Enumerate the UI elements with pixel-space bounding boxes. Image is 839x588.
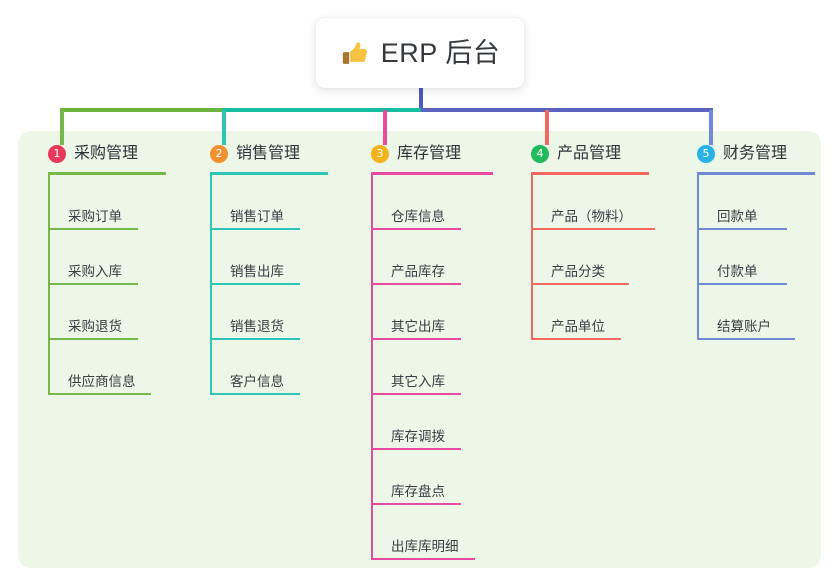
connector-bus-segment-2 [222, 108, 423, 112]
menu-item[interactable]: 结算账户 [697, 285, 795, 340]
column-title-label: 财务管理 [723, 145, 788, 162]
menu-item[interactable]: 销售订单 [210, 175, 300, 230]
column-items-1: 采购订单采购入库采购退货供应商信息 [48, 175, 198, 395]
menu-item-label: 采购入库 [68, 263, 122, 279]
column-title-label: 产品管理 [557, 145, 622, 162]
column-header-1[interactable]: 1 采购管理 [48, 131, 198, 165]
column-items-5: 回款单付款单结算账户 [697, 175, 839, 340]
menu-item-label: 产品分类 [551, 263, 605, 279]
connector-bus-segment-1 [60, 108, 224, 112]
menu-item-label: 仓库信息 [391, 208, 445, 224]
menu-item[interactable]: 仓库信息 [371, 175, 461, 230]
column-header-4[interactable]: 4 产品管理 [531, 131, 696, 165]
content-panel [18, 131, 821, 568]
column-badge-1: 1 [48, 145, 66, 163]
column-badge-2: 2 [210, 145, 228, 163]
connector-drop-3 [383, 110, 387, 145]
connector-drop-5 [709, 110, 713, 145]
column-rule-1 [48, 172, 166, 175]
menu-item[interactable]: 其它入库 [371, 340, 461, 395]
menu-item-label: 付款单 [717, 263, 758, 279]
menu-item[interactable]: 回款单 [697, 175, 787, 230]
column-rule-5 [697, 172, 815, 175]
menu-item-label: 客户信息 [230, 373, 284, 389]
menu-item[interactable]: 客户信息 [210, 340, 300, 395]
column-group: 1 采购管理采购订单采购入库采购退货供应商信息 2 销售管理销售订单销售出库销售退货客… [18, 131, 821, 568]
column-items-2: 销售订单销售出库销售退货客户信息 [210, 175, 360, 395]
column-items-3: 仓库信息产品库存其它出库其它入库库存调拨库存盘点出库库明细 [371, 175, 531, 560]
connector-drop-2 [222, 110, 226, 145]
menu-item-label: 供应商信息 [68, 373, 136, 389]
menu-item-label: 销售出库 [230, 263, 284, 279]
connector-stem [419, 86, 423, 110]
menu-item-label: 采购订单 [68, 208, 122, 224]
column-badge-5: 5 [697, 145, 715, 163]
page-title: ERP 后台 [380, 37, 501, 68]
menu-item-label: 产品（物料） [551, 208, 632, 224]
menu-item-label: 出库库明细 [391, 538, 459, 554]
column-title-label: 销售管理 [236, 145, 301, 162]
menu-item[interactable]: 供应商信息 [48, 340, 151, 395]
menu-item[interactable]: 采购订单 [48, 175, 138, 230]
menu-item[interactable]: 销售出库 [210, 230, 300, 285]
root-node-erp-backend[interactable]: ERP 后台 [316, 18, 524, 88]
menu-item-label: 销售退货 [230, 318, 284, 334]
menu-item-label: 库存盘点 [391, 483, 445, 499]
menu-item[interactable]: 其它出库 [371, 285, 461, 340]
menu-item[interactable]: 出库库明细 [371, 505, 475, 560]
connector-drop-1 [60, 110, 64, 145]
menu-item-label: 其它出库 [391, 318, 445, 334]
menu-item[interactable]: 产品库存 [371, 230, 461, 285]
menu-item-label: 结算账户 [717, 318, 771, 334]
column-销售管理: 2 销售管理销售订单销售出库销售退货客户信息 [210, 131, 360, 395]
column-title-label: 采购管理 [74, 145, 139, 162]
column-header-3[interactable]: 3 库存管理 [371, 131, 531, 165]
menu-item-label: 产品库存 [391, 263, 445, 279]
menu-item-label: 其它入库 [391, 373, 445, 389]
menu-item[interactable]: 采购入库 [48, 230, 138, 285]
column-采购管理: 1 采购管理采购订单采购入库采购退货供应商信息 [48, 131, 198, 395]
menu-item[interactable]: 产品单位 [531, 285, 621, 340]
menu-item-label: 采购退货 [68, 318, 122, 334]
menu-item-label: 回款单 [717, 208, 758, 224]
column-header-5[interactable]: 5 财务管理 [697, 131, 839, 165]
connector-drop-4 [545, 110, 549, 145]
menu-item[interactable]: 付款单 [697, 230, 787, 285]
thumbs-up-icon [342, 42, 367, 64]
column-rule-2 [210, 172, 328, 175]
menu-item[interactable]: 产品分类 [531, 230, 629, 285]
column-财务管理: 5 财务管理回款单付款单结算账户 [697, 131, 839, 340]
menu-item[interactable]: 产品（物料） [531, 175, 655, 230]
column-rule-4 [531, 172, 649, 175]
column-items-4: 产品（物料） 产品分类产品单位 [531, 175, 696, 340]
column-title-label: 库存管理 [397, 145, 462, 162]
menu-item[interactable]: 库存调拨 [371, 395, 461, 450]
column-库存管理: 3 库存管理仓库信息产品库存其它出库其它入库库存调拨库存盘点出库库明细 [371, 131, 531, 560]
column-badge-4: 4 [531, 145, 549, 163]
connector-bus-segment-3 [421, 108, 713, 112]
menu-item[interactable]: 库存盘点 [371, 450, 461, 505]
menu-item-label: 销售订单 [230, 208, 284, 224]
menu-item[interactable]: 采购退货 [48, 285, 138, 340]
column-产品管理: 4 产品管理产品（物料） 产品分类产品单位 [531, 131, 696, 340]
menu-item-label: 库存调拨 [391, 428, 445, 444]
menu-item-label: 产品单位 [551, 318, 605, 334]
column-rule-3 [371, 172, 493, 175]
column-badge-3: 3 [371, 145, 389, 163]
menu-item[interactable]: 销售退货 [210, 285, 300, 340]
column-header-2[interactable]: 2 销售管理 [210, 131, 360, 165]
